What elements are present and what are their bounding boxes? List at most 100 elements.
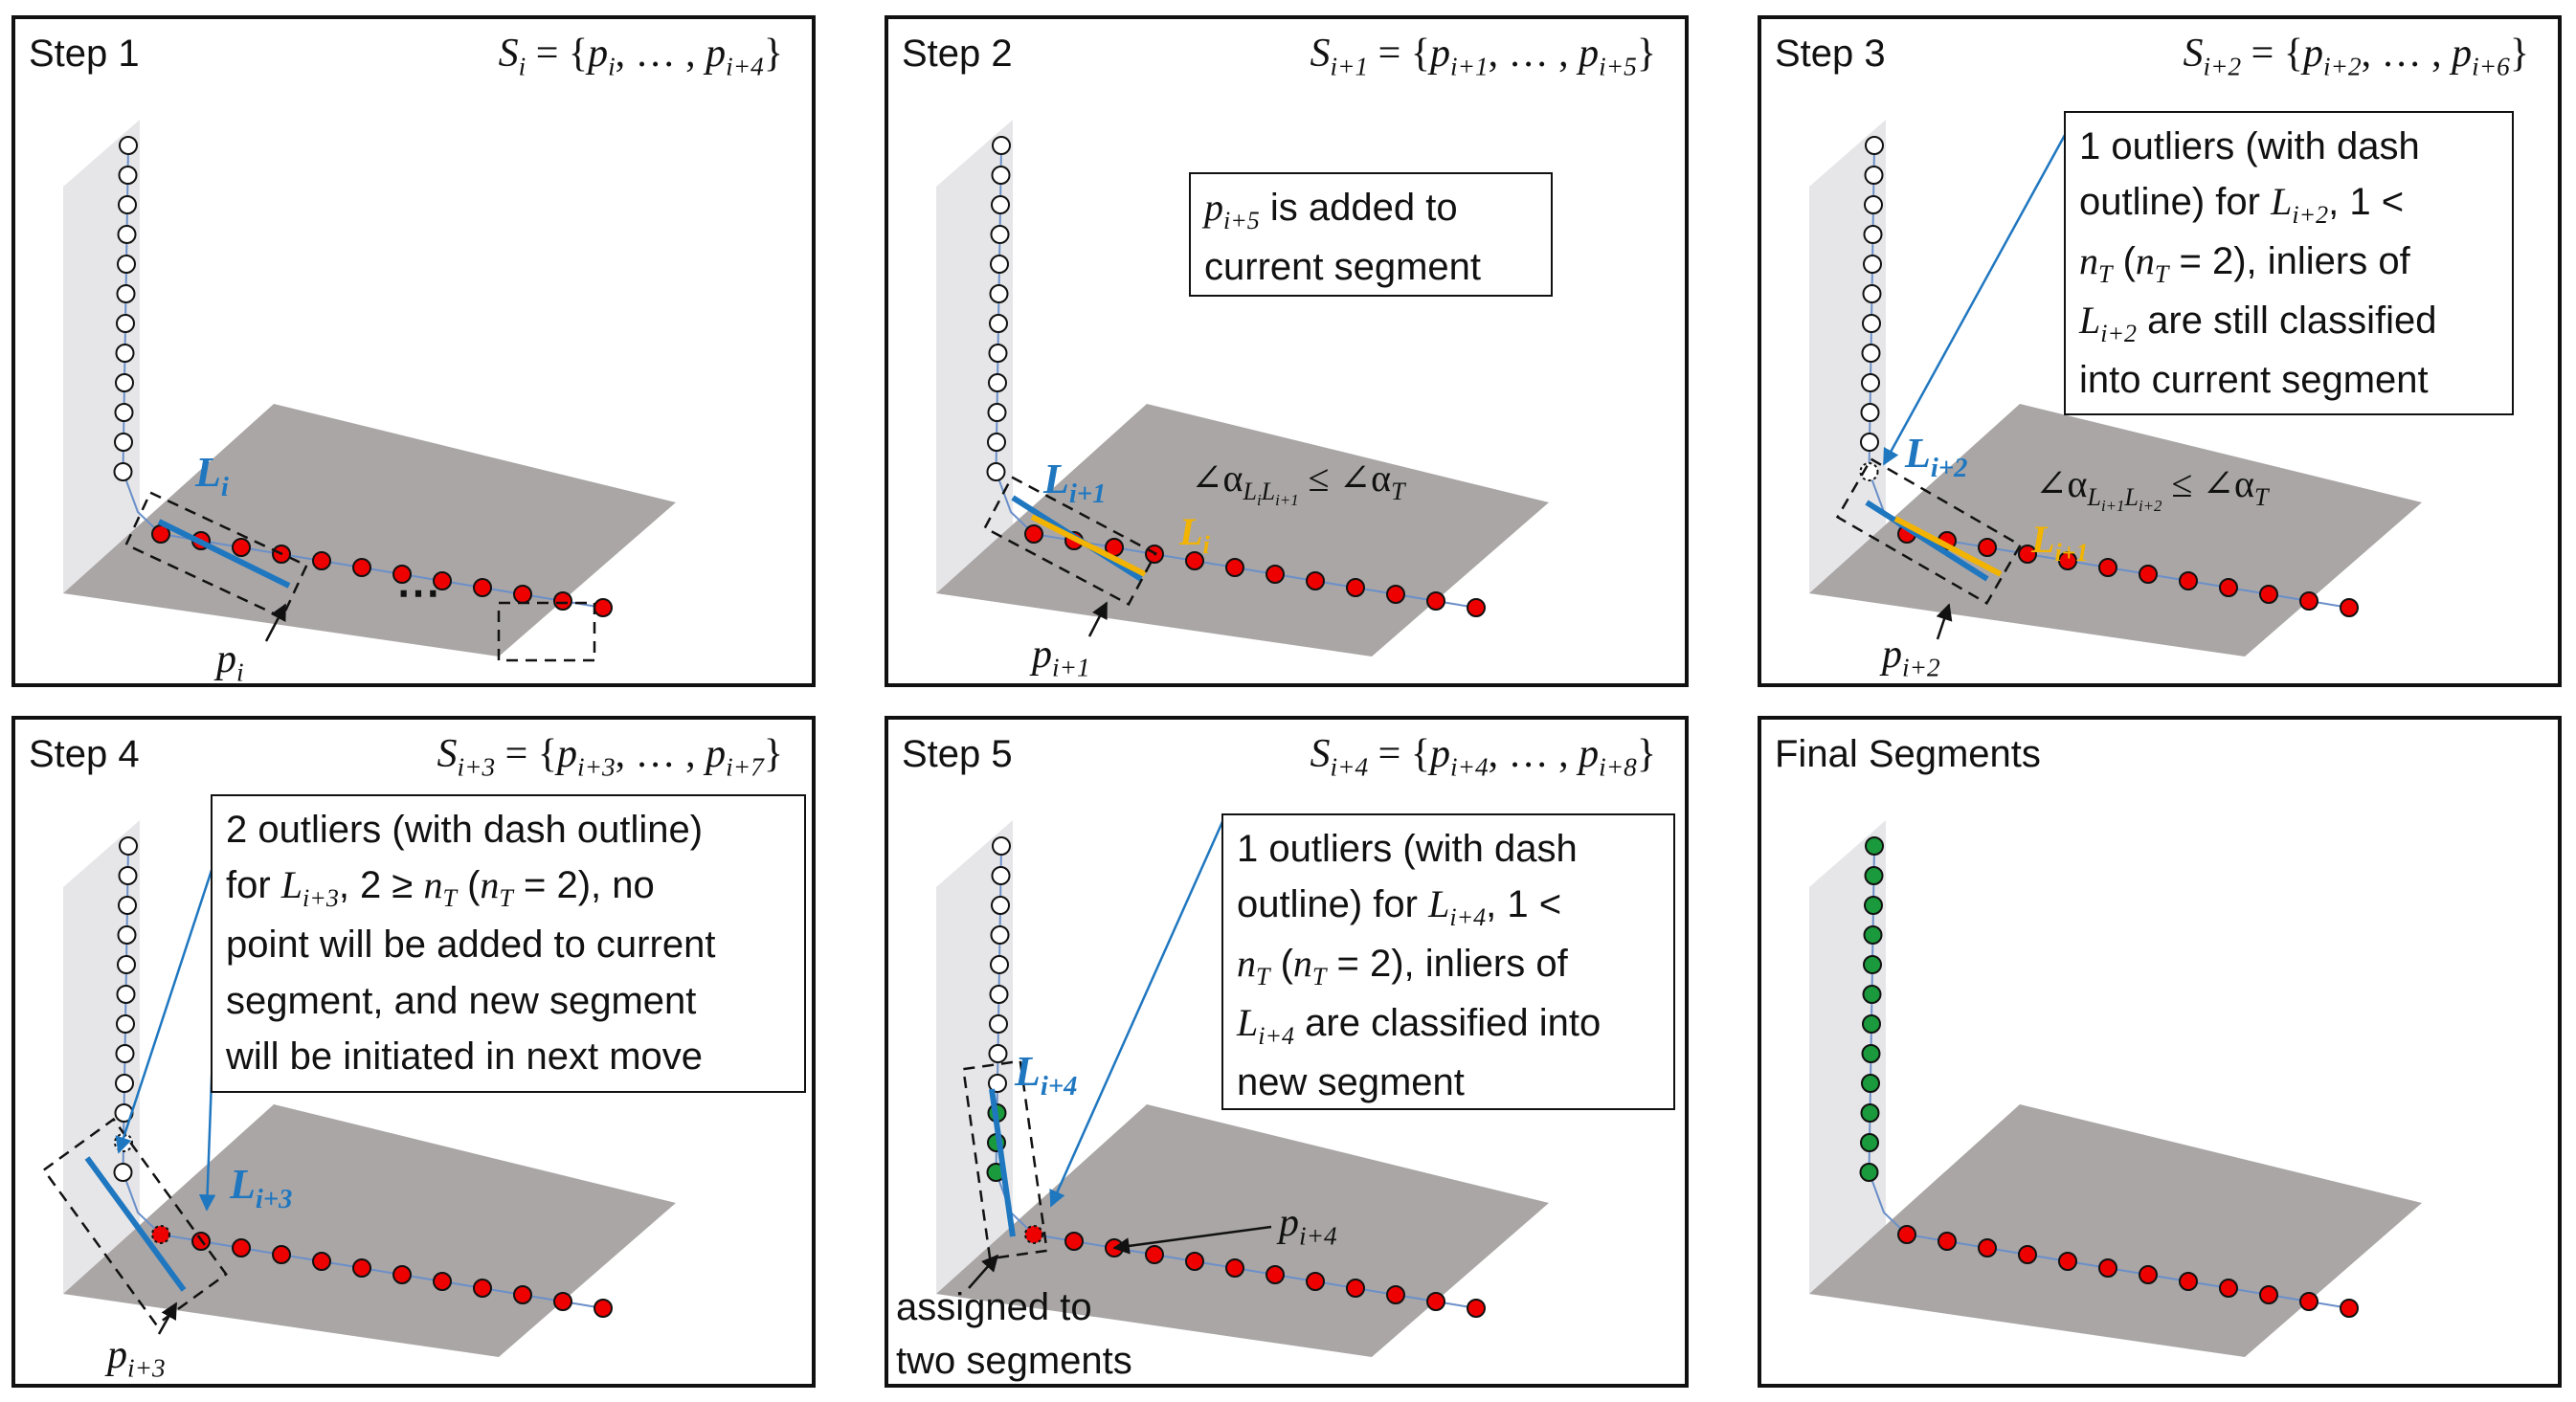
wall-point <box>115 1044 135 1063</box>
set-equation: Si+1 = {pi+1, … , pi+5} <box>1310 32 1657 81</box>
annotation-box: 1 outliers (with dash outline) for Li+4,… <box>1221 813 1675 1110</box>
set-equation: Si = {pi, … , pi+4} <box>498 32 783 81</box>
segment-point <box>2259 1285 2278 1304</box>
floor-point <box>352 1258 371 1278</box>
fitted-line <box>157 519 291 589</box>
window-box <box>961 1059 1049 1260</box>
segment-point <box>1860 1103 1880 1123</box>
step-title: Step 5 <box>902 733 1013 775</box>
segment-point <box>2219 1279 2238 1298</box>
floor-point <box>392 565 412 584</box>
segment-point <box>1978 1238 1997 1257</box>
segment-point <box>1897 1225 1916 1244</box>
window-box <box>42 1117 228 1327</box>
window-box <box>983 475 1157 607</box>
window-box-end <box>497 601 596 662</box>
segment-point <box>2058 1252 2077 1271</box>
wall-point <box>117 255 136 274</box>
segment-point <box>1860 1133 1879 1152</box>
floor-point <box>232 1238 251 1257</box>
floor-point <box>1467 1299 1486 1318</box>
floor-point <box>2219 578 2238 597</box>
wall-point <box>1864 166 1884 185</box>
outlier-arrow <box>1049 814 1227 1208</box>
wall-point <box>1862 284 1882 303</box>
wall-point <box>116 985 136 1004</box>
panel-step-5: Step 5 Si+4 = {pi+4, … , pi+8} 1 outlier… <box>885 716 1689 1388</box>
segment-point <box>2139 1265 2158 1284</box>
annotation-box: pi+5 is added to current segment <box>1189 172 1553 297</box>
floor-point <box>2098 558 2117 577</box>
annotation-box: 2 outliers (with dash outline) for Li+3,… <box>211 794 806 1093</box>
wall-point <box>990 925 1010 945</box>
ellipsis-icon: ⋯ <box>396 568 440 617</box>
floor-point <box>1467 598 1486 617</box>
wall-point <box>991 195 1010 214</box>
floor-point <box>1266 1265 1285 1284</box>
panel-step-1: Step 1 Si = {pi, … , pi+4} Li pi ⋯ <box>11 15 816 687</box>
floor-point <box>513 585 532 604</box>
floor-point <box>2179 571 2198 590</box>
wall-point <box>1863 225 1883 244</box>
wall-point <box>1865 136 1884 155</box>
wall-point <box>117 955 136 974</box>
segment-point <box>1863 925 1883 945</box>
wall-point <box>1860 403 1880 422</box>
previous-line <box>1030 514 1147 577</box>
floor-point <box>232 538 251 557</box>
point-label: pi+4 <box>1279 1201 1337 1251</box>
floor-point <box>312 551 331 570</box>
outlier-arrow <box>1882 125 2072 466</box>
wall-point <box>988 1074 1007 1093</box>
floor-point <box>473 578 492 597</box>
segment-point <box>1863 955 1882 974</box>
fitted-line <box>1865 500 1989 582</box>
scene-3d <box>936 814 1549 1357</box>
point-label: pi <box>216 637 244 687</box>
segment-point <box>1864 896 1883 915</box>
panel-step-3: Step 3 Si+2 = {pi+2, … , pi+6} 1 outlier… <box>1758 15 2562 687</box>
segment-point <box>2098 1258 2117 1278</box>
segment-point <box>2018 1245 2037 1264</box>
line-label: Li+1 <box>1043 456 1107 509</box>
wall-point <box>990 255 1009 274</box>
pointer-arrow <box>157 1302 178 1335</box>
panel-step-2: Step 2 Si+1 = {pi+1, … , pi+5} pi+5 is a… <box>885 15 1689 687</box>
wall-point <box>992 136 1011 155</box>
set-equation: Si+3 = {pi+3, … , pi+7} <box>437 732 784 782</box>
wall-point <box>116 314 135 333</box>
wall-point <box>1862 314 1881 333</box>
wall-point <box>118 195 137 214</box>
floor-point <box>594 1299 613 1318</box>
outlier-point <box>1024 1225 1043 1244</box>
line-label: Li+3 <box>230 1161 293 1214</box>
wall-point <box>1860 433 1879 452</box>
step-title: Step 1 <box>29 33 140 75</box>
wall-point <box>991 896 1010 915</box>
segment-point <box>2179 1272 2198 1291</box>
floor-point <box>1386 1285 1405 1304</box>
pointer-arrow <box>1087 601 1109 637</box>
floor-point <box>1978 538 1997 557</box>
segment-point <box>1861 1044 1881 1063</box>
set-equation: Si+4 = {pi+4, … , pi+8} <box>1310 732 1657 782</box>
wall-point <box>989 985 1009 1004</box>
floor-point <box>1426 1292 1445 1311</box>
floor-point <box>1306 1272 1325 1291</box>
floor-point <box>312 1252 331 1271</box>
outlier-point <box>151 1225 170 1244</box>
panel-final-segments: Final Segments <box>1758 716 2562 1388</box>
wall-point <box>1861 344 1881 363</box>
floor-point <box>553 1292 572 1311</box>
annotation-box: 1 outliers (with dash outline) for Li+2,… <box>2064 111 2514 415</box>
step-title: Final Segments <box>1775 733 2041 775</box>
wall-point <box>1863 255 1882 274</box>
wall-point <box>116 284 136 303</box>
wall-point <box>118 896 137 915</box>
wall-point <box>117 225 137 244</box>
wall-point <box>118 166 138 185</box>
fitted-line <box>84 1156 187 1292</box>
wall-point <box>114 403 134 422</box>
floor-point <box>272 1245 291 1264</box>
wall-point <box>115 344 135 363</box>
